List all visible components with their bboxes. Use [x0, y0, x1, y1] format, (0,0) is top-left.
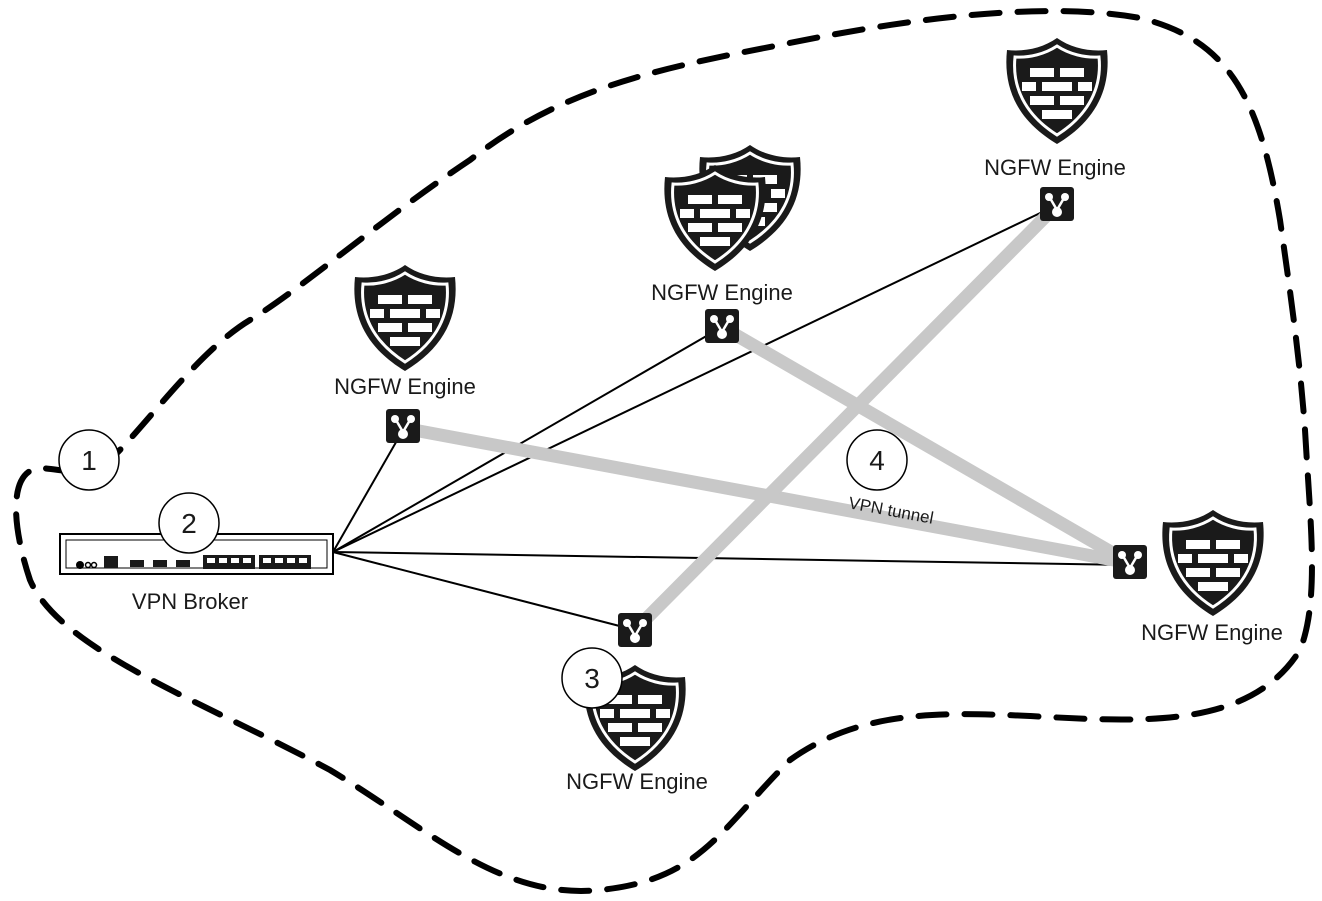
vpn-endpoint-icon [1111, 543, 1149, 581]
callout-number: 1 [81, 445, 97, 476]
engine-label: NGFW Engine [334, 374, 476, 399]
connection-line [332, 204, 1058, 553]
vpn-endpoint-icon [703, 307, 741, 345]
callout-3: 3 [561, 647, 623, 709]
engine-label: NGFW Engine [984, 155, 1126, 180]
broker-label: VPN Broker [132, 589, 248, 614]
callout-number: 2 [181, 508, 197, 539]
vpn-tunnels [401, 200, 1134, 635]
callout-1: 1 [58, 429, 120, 491]
callout-number: 3 [584, 663, 600, 694]
firewall-shield-icon [352, 263, 458, 373]
engine-label: NGFW Engine [651, 280, 793, 305]
firewall-shield-icon [1160, 508, 1266, 618]
vpn-endpoint-icon [616, 611, 654, 649]
connection-line [332, 429, 404, 553]
callout-4: 4 [846, 429, 908, 491]
vpn-tunnel-line [630, 200, 1062, 635]
callout-2: 2 [158, 492, 220, 554]
vpn-broker-appliance [59, 533, 334, 575]
broker-connections [332, 204, 1131, 631]
callout-number: 4 [869, 445, 885, 476]
vpn-endpoint-icon [384, 407, 422, 445]
firewall-shield-icon [1004, 36, 1110, 146]
vpn-boundary [13, 8, 1315, 894]
firewall-shield-icon [662, 163, 768, 273]
engine-label: NGFW Engine [1141, 620, 1283, 645]
connection-line [332, 551, 636, 631]
vpn-tunnel-line [718, 321, 1134, 569]
engine-label: NGFW Engine [566, 769, 708, 794]
vpn-endpoint-icon [1038, 185, 1076, 223]
connection-line [332, 551, 1131, 566]
connection-line [332, 326, 723, 553]
